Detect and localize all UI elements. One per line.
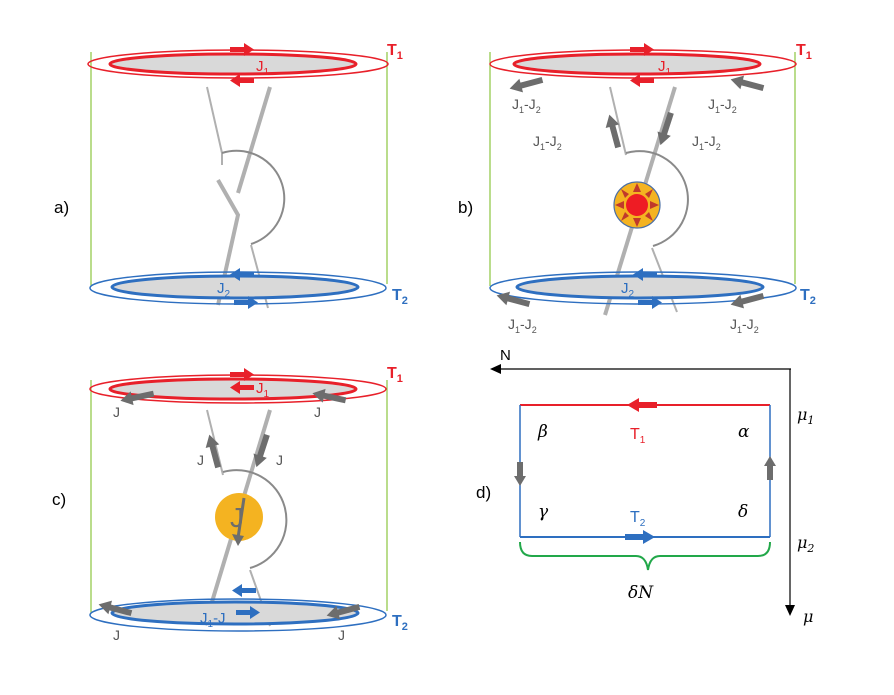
current-j1-label: J1 <box>256 58 270 78</box>
mu-axis-arrowhead <box>785 605 795 616</box>
heat-flow-arrow <box>602 112 625 150</box>
t1-edge-label: T1 <box>630 426 646 446</box>
lead-top-right <box>236 86 272 194</box>
reservoir-t1-label: T1 <box>796 42 812 62</box>
cold-current-arrow-left <box>232 584 256 597</box>
t1-direction-arrow <box>627 398 657 412</box>
cold-current-arrow-right <box>638 296 662 309</box>
left-down-arrow <box>514 462 526 486</box>
hot-current-arrow-right <box>630 43 654 56</box>
cold-current-arrow-left <box>633 268 657 281</box>
heat-flow-arrow <box>507 73 545 96</box>
cold-reservoir-disk <box>515 274 765 300</box>
hot-current-arrow-left <box>230 381 254 394</box>
contact-arc <box>222 469 288 569</box>
delta-n-brace <box>519 541 771 571</box>
diff-current-label: J1-J2 <box>533 133 562 152</box>
corner-beta: β <box>537 422 548 442</box>
corner-delta: δ <box>738 502 748 522</box>
current-j2-label: J2 <box>217 280 231 300</box>
cold-reservoir-ring <box>89 598 387 632</box>
contact-arc <box>221 149 286 245</box>
hot-reservoir-disk <box>108 52 358 76</box>
t2-edge-label: T2 <box>630 509 646 529</box>
hot-current-arrow-left <box>230 74 254 87</box>
n-axis-arrowhead <box>490 364 501 374</box>
current-j2-label: J2 <box>621 280 635 300</box>
cold-current-arrow-right <box>236 606 260 619</box>
panel-d: d) N μ μ1 μ2 β α γ δ T1 T2 δN <box>476 347 814 626</box>
flow-j-label: J <box>113 627 120 643</box>
cold-current-arrow-right <box>234 296 258 309</box>
lead-top-left <box>206 86 223 165</box>
work-output-engine: J <box>215 493 263 546</box>
contact-arc <box>625 150 689 247</box>
panel-b-label: b) <box>458 198 473 217</box>
right-up-arrow <box>764 456 776 480</box>
reservoir-t2-label: T2 <box>392 287 408 307</box>
reservoir-t2-label: T2 <box>392 613 408 633</box>
panel-a: a) J1 T1 J2 T2 <box>54 42 408 309</box>
lead-top-left <box>609 86 627 156</box>
dissipation-sun-icon <box>613 181 661 229</box>
panel-d-label: d) <box>476 483 491 502</box>
current-j1-label: J1 <box>256 380 270 400</box>
panel-c-label: c) <box>52 490 66 509</box>
reservoir-t2-label: T2 <box>800 287 816 307</box>
cold-current-arrow-left <box>230 268 254 281</box>
diff-current-label: J1-J2 <box>512 96 541 115</box>
diff-current-label: J1-J2 <box>692 133 721 152</box>
flow-j-label: J <box>338 627 345 643</box>
diff-current-label: J1-J2 <box>708 96 737 115</box>
hot-current-arrow-right <box>230 368 254 381</box>
cold-reservoir-disk <box>110 600 360 626</box>
hot-current-arrow-right <box>230 43 254 56</box>
current-j1-label: J1 <box>658 58 672 78</box>
panel-a-label: a) <box>54 198 69 217</box>
corner-gamma: γ <box>538 502 549 522</box>
corner-alpha: α <box>738 422 750 442</box>
diff-current-label: J1-J2 <box>508 316 537 335</box>
flow-j-label: J <box>276 452 283 468</box>
delta-n-label: δN <box>628 583 654 603</box>
mu-axis-label: μ <box>803 607 813 626</box>
panel-c: c) J1 T1 J J J J J J1-J T2 <box>52 365 408 643</box>
mu1-label: μ1 <box>797 405 814 427</box>
flow-j-label: J <box>314 404 321 420</box>
reservoir-t1-label: T1 <box>387 365 403 385</box>
flow-j-label: J <box>197 452 204 468</box>
hot-current-arrow-left <box>630 74 654 87</box>
flow-j-label: J <box>113 404 120 420</box>
n-axis-label: N <box>500 347 511 364</box>
t2-direction-arrow <box>625 530 655 544</box>
current-j1-minus-j-label: J1-J <box>200 610 226 630</box>
cold-reservoir-disk <box>110 274 360 300</box>
hot-reservoir-disk <box>512 52 762 76</box>
diff-current-label: J1-J2 <box>730 316 759 335</box>
panel-b: b) J1 T1 J1-J2 J1-J2 J1-J2 J1-J2 <box>458 42 816 335</box>
reservoir-t1-label: T1 <box>387 42 403 62</box>
mu2-label: μ2 <box>797 533 814 555</box>
